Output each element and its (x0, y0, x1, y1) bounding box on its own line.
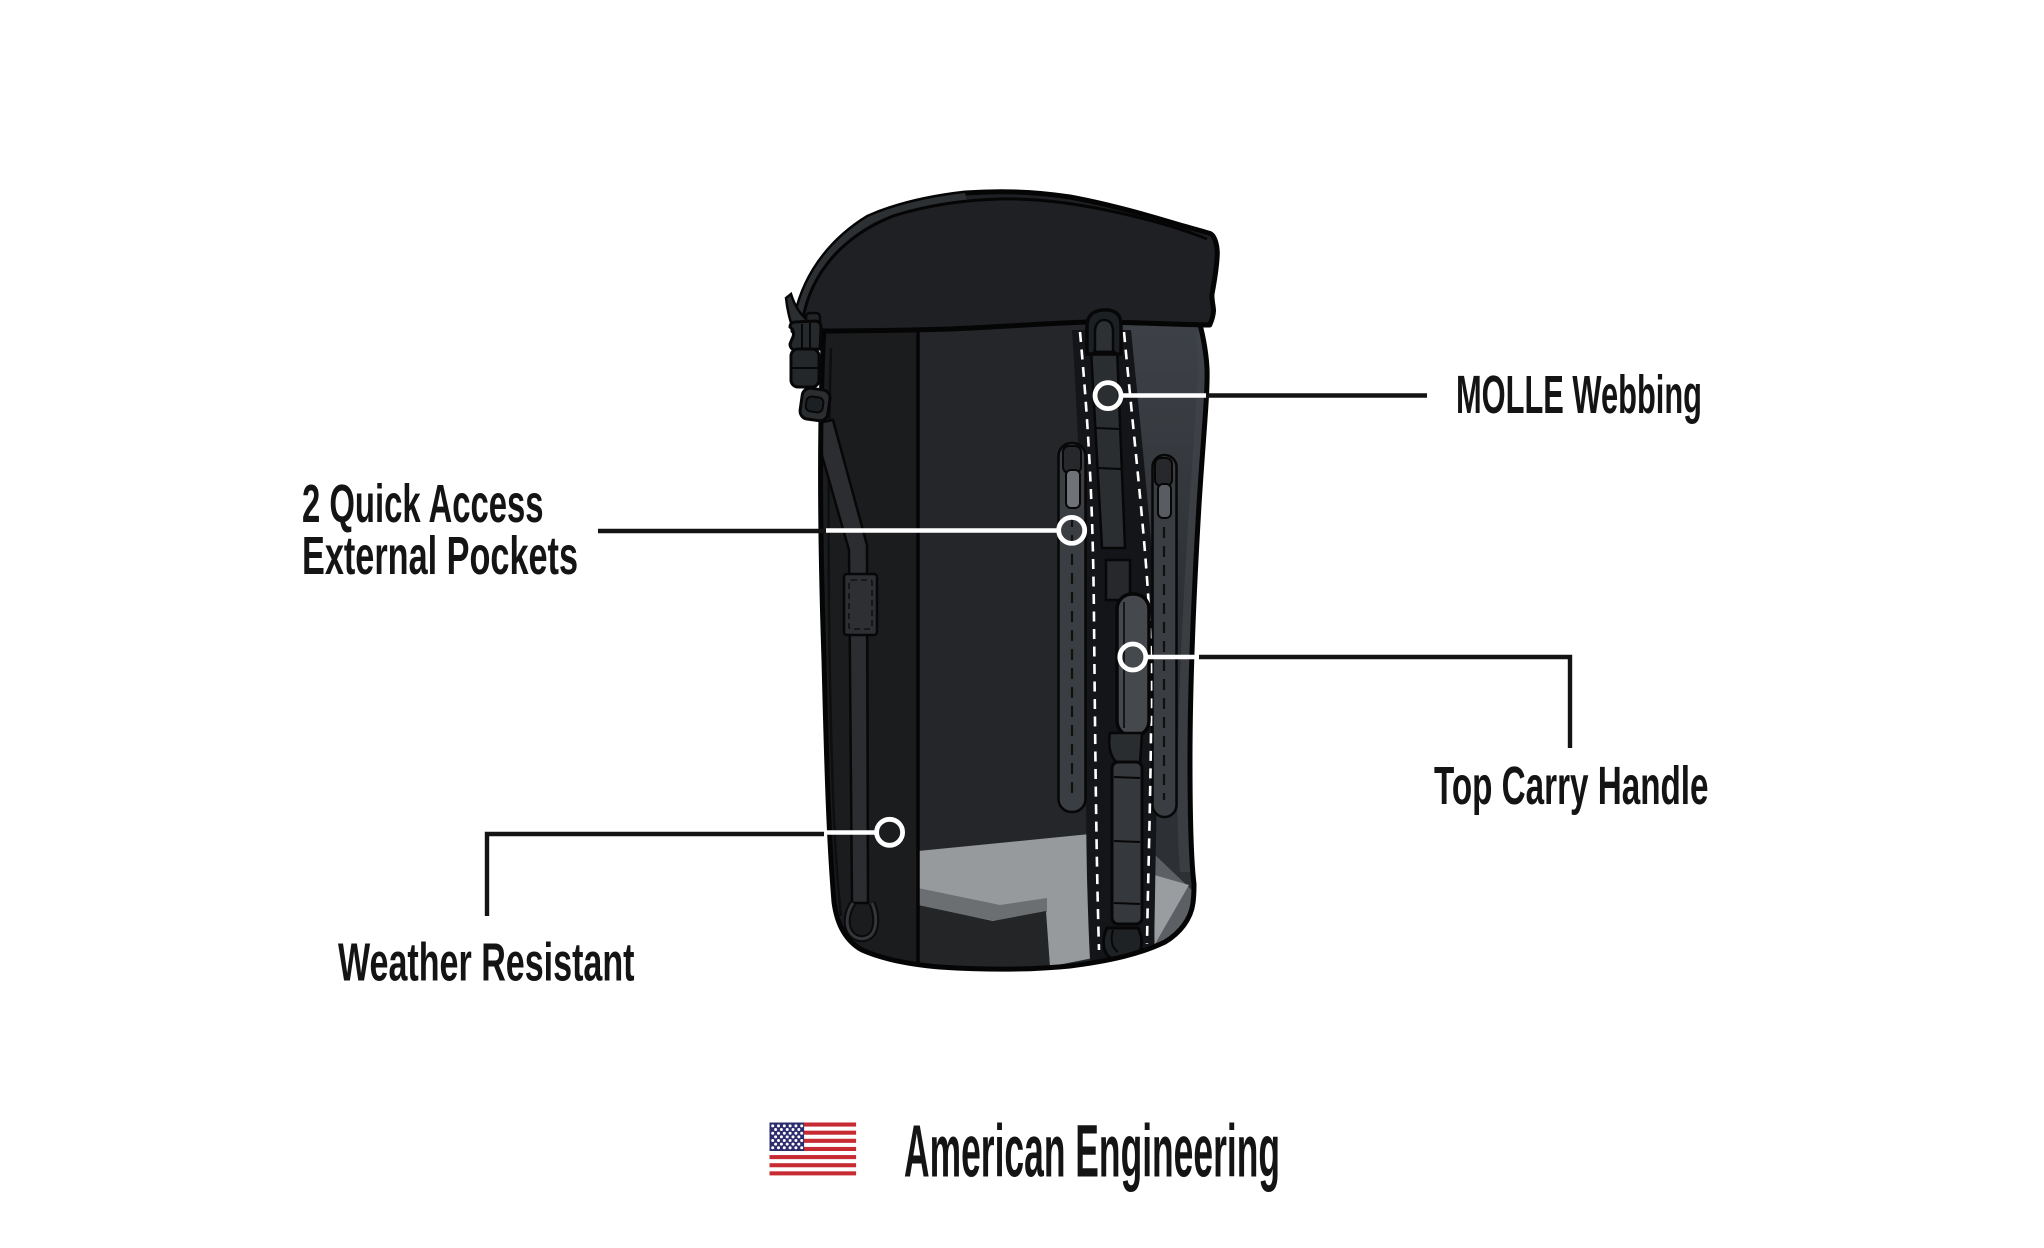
svg-text:2 Quick Access: 2 Quick Access (302, 475, 544, 534)
svg-text:External Pockets: External Pockets (302, 527, 578, 586)
svg-text:Weather Resistant: Weather Resistant (338, 934, 635, 993)
svg-text:American Engineering: American Engineering (904, 1110, 1280, 1193)
svg-text:Top Carry Handle: Top Carry Handle (1434, 757, 1709, 816)
svg-text:MOLLE Webbing: MOLLE Webbing (1456, 366, 1702, 425)
